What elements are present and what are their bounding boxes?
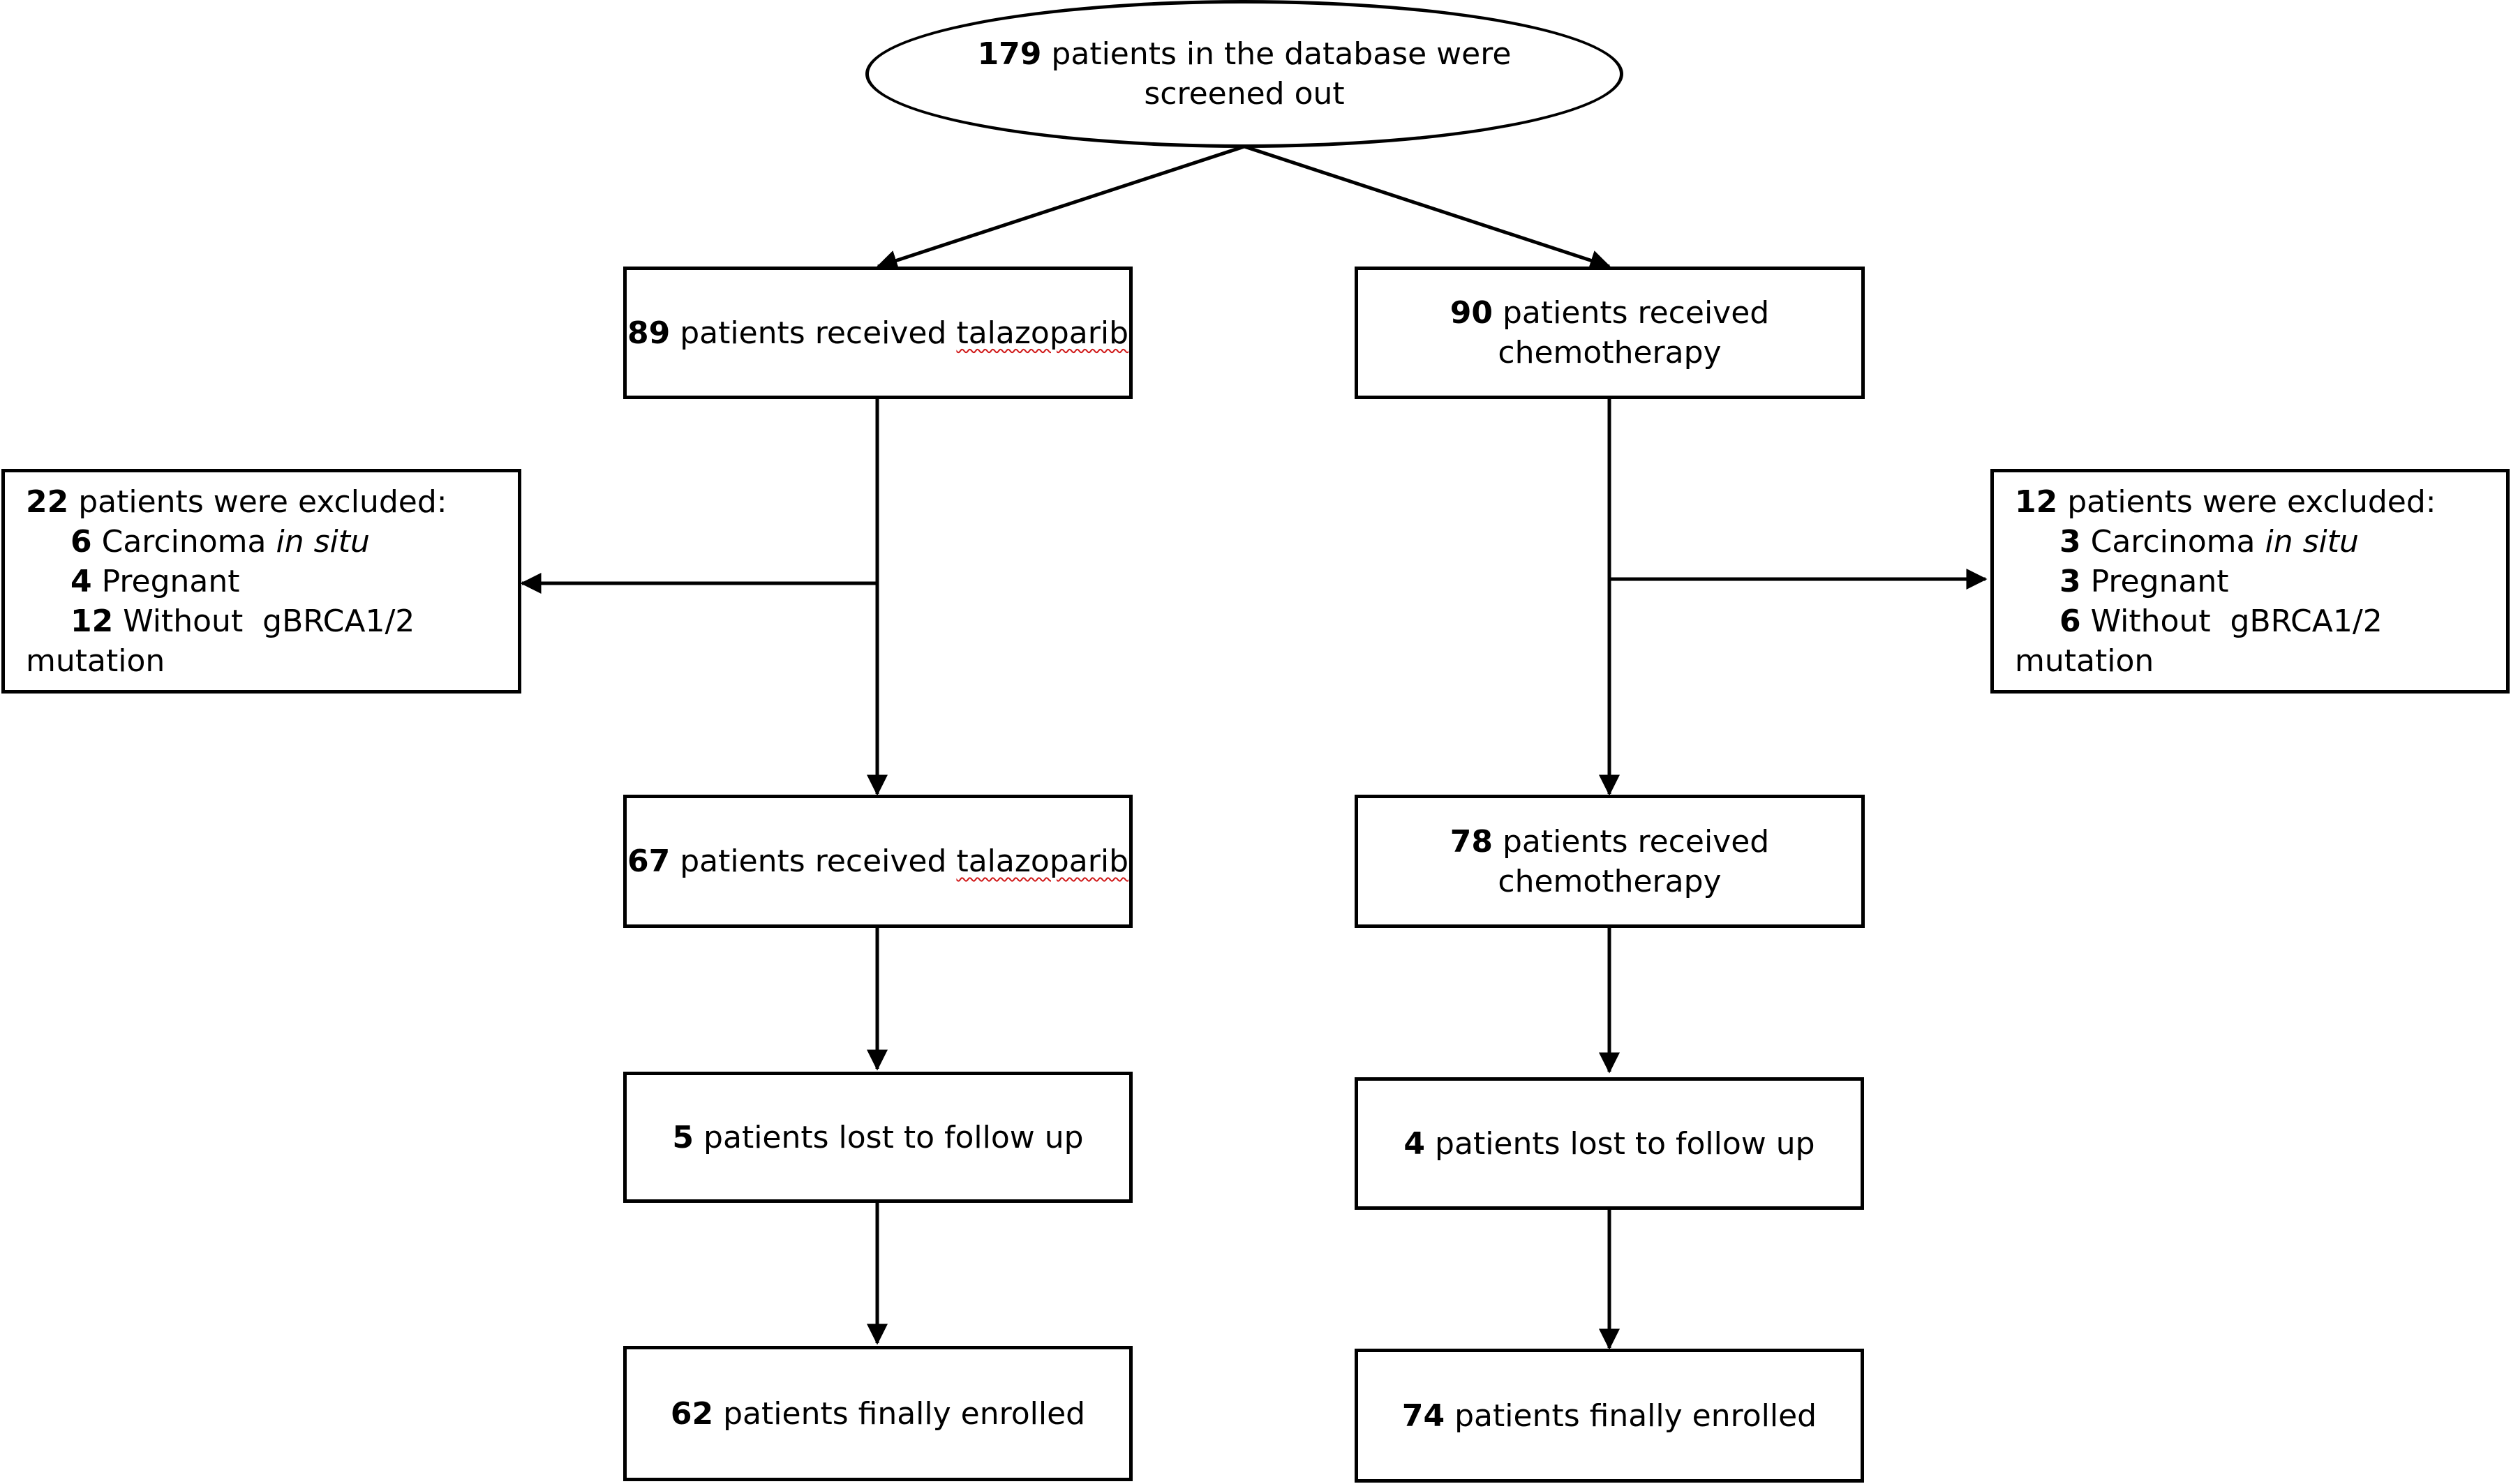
right-received-node: 90 patients received chemotherapy bbox=[1355, 267, 1865, 399]
left-excluded-node: 22 patients were excluded: 6 Carcinoma i… bbox=[1, 469, 521, 694]
left-lost-label: 5 patients lost to follow up bbox=[672, 1118, 1083, 1157]
left-excluded-item-3-count: 12 bbox=[70, 603, 114, 639]
right-excluded-item-2-count: 3 bbox=[2059, 563, 2081, 599]
root-screened-node: 179 patients in the database were screen… bbox=[865, 0, 1623, 148]
right-received-2-node: 78 patients received chemotherapy bbox=[1355, 795, 1865, 928]
left-excluded-count: 22 bbox=[26, 484, 69, 520]
right-enrolled-count: 74 bbox=[1401, 1397, 1445, 1434]
root-text-line1: patients in the database were bbox=[1051, 36, 1512, 72]
left-received-drug: talazoparib bbox=[956, 315, 1128, 351]
left-enrolled-label: 62 patients finally enrolled bbox=[671, 1394, 1085, 1434]
right-excluded-header: 12 patients were excluded: bbox=[2015, 482, 2436, 522]
left-excluded-item-1-count: 6 bbox=[70, 523, 92, 560]
right-enrolled-label: 74 patients finally enrolled bbox=[1402, 1396, 1817, 1436]
right-received-2-count: 78 bbox=[1450, 823, 1493, 860]
left-received-node: 89 patients received talazoparib bbox=[623, 267, 1133, 399]
right-excluded-list: 12 patients were excluded: 3 Carcinoma i… bbox=[2015, 482, 2436, 681]
right-excluded-item-3-text: Without gBRCA1/2 bbox=[2090, 603, 2383, 639]
left-received-2-text: patients received bbox=[680, 844, 947, 879]
right-enrolled-text: patients finally enrolled bbox=[1454, 1397, 1817, 1434]
right-lost-label: 4 patients lost to follow up bbox=[1403, 1124, 1815, 1164]
root-label: 179 patients in the database were screen… bbox=[978, 34, 1512, 114]
right-lost-text: patients lost to follow up bbox=[1435, 1125, 1815, 1162]
left-enrolled-node: 62 patients finally enrolled bbox=[623, 1346, 1133, 1481]
right-received-count: 90 bbox=[1450, 295, 1493, 331]
left-received-count: 89 bbox=[627, 315, 671, 351]
left-received-2-count: 67 bbox=[627, 844, 671, 879]
right-received-2-text-line2: chemotherapy bbox=[1498, 863, 1722, 899]
right-excluded-item-3-continuation: mutation bbox=[2015, 643, 2154, 679]
left-lost-text: patients lost to follow up bbox=[703, 1119, 1084, 1155]
left-excluded-list: 22 patients were excluded: 6 Carcinoma i… bbox=[26, 482, 447, 681]
right-excluded-item-1: 3 Carcinoma in situ bbox=[2015, 522, 2436, 562]
left-excluded-text: patients were excluded: bbox=[78, 484, 447, 520]
right-enrolled-node: 74 patients finally enrolled bbox=[1355, 1349, 1864, 1483]
left-excluded-item-1-italic: in situ bbox=[276, 523, 370, 560]
arrow-root-to-left bbox=[876, 144, 1245, 271]
left-received-2-node: 67 patients received talazoparib bbox=[623, 795, 1133, 928]
left-received-2-drug: talazoparib bbox=[956, 844, 1128, 879]
right-received-2-label: 78 patients received chemotherapy bbox=[1450, 822, 1769, 901]
left-excluded-item-2-count: 4 bbox=[70, 563, 92, 599]
left-excluded-item-1: 6 Carcinoma in situ bbox=[26, 522, 447, 562]
root-text-line2: screened out bbox=[1144, 76, 1345, 112]
arrow-root-to-right bbox=[1244, 144, 1611, 271]
left-excluded-item-3-continuation: mutation bbox=[26, 643, 165, 679]
right-received-label: 90 patients received chemotherapy bbox=[1450, 293, 1769, 373]
root-count: 179 bbox=[977, 36, 1042, 72]
left-received-label: 89 patients received talazoparib bbox=[627, 313, 1128, 353]
right-excluded-item-3-count: 6 bbox=[2059, 603, 2081, 639]
left-excluded-item-1-text: Carcinoma bbox=[101, 523, 267, 560]
right-excluded-item-1-text: Carcinoma bbox=[2090, 523, 2256, 560]
right-received-2-text-line1: patients received bbox=[1503, 823, 1770, 860]
left-received-2-label: 67 patients received talazoparib bbox=[627, 841, 1128, 881]
left-lost-node: 5 patients lost to follow up bbox=[623, 1072, 1133, 1203]
left-received-text: patients received bbox=[680, 315, 947, 351]
left-excluded-item-3: 12 Without gBRCA1/2 bbox=[26, 601, 447, 641]
right-excluded-count: 12 bbox=[2015, 484, 2058, 520]
right-received-text-line1: patients received bbox=[1503, 295, 1770, 331]
right-excluded-node: 12 patients were excluded: 3 Carcinoma i… bbox=[1990, 469, 2510, 694]
left-excluded-item-2-text: Pregnant bbox=[101, 563, 240, 599]
left-enrolled-text: patients finally enrolled bbox=[723, 1395, 1086, 1432]
right-excluded-item-2-text: Pregnant bbox=[2090, 563, 2229, 599]
right-excluded-item-3: 6 Without gBRCA1/2 bbox=[2015, 601, 2436, 641]
right-received-text-line2: chemotherapy bbox=[1498, 335, 1722, 370]
right-excluded-item-1-italic: in situ bbox=[2265, 523, 2359, 560]
right-excluded-item-1-count: 3 bbox=[2059, 523, 2081, 560]
left-excluded-item-2: 4 Pregnant bbox=[26, 562, 447, 601]
right-lost-count: 4 bbox=[1403, 1125, 1426, 1162]
right-excluded-text: patients were excluded: bbox=[2067, 484, 2436, 520]
left-lost-count: 5 bbox=[672, 1119, 694, 1155]
left-enrolled-count: 62 bbox=[670, 1395, 714, 1432]
right-excluded-item-2: 3 Pregnant bbox=[2015, 562, 2436, 601]
left-excluded-header: 22 patients were excluded: bbox=[26, 482, 447, 522]
right-lost-node: 4 patients lost to follow up bbox=[1355, 1077, 1864, 1210]
left-excluded-item-3-text: Without gBRCA1/2 bbox=[123, 603, 415, 639]
